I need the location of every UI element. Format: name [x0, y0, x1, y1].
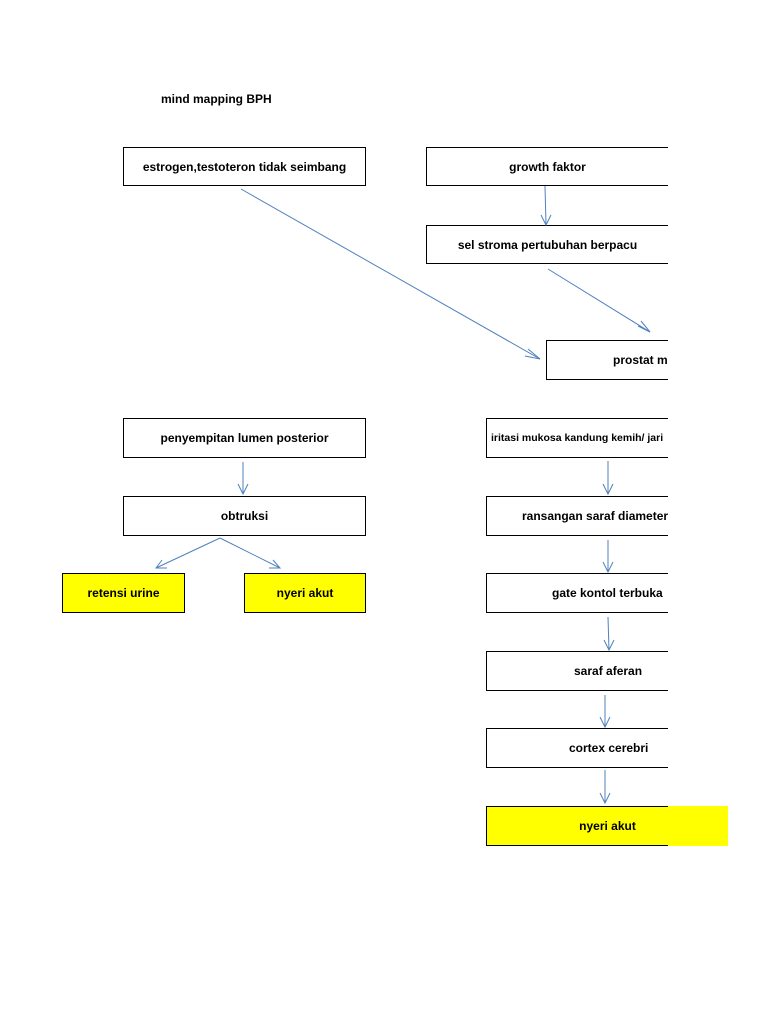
node-iritasi: iritasi mukosa kandung kemih/ jari	[486, 418, 668, 458]
node-nyeri-akut-right-label: nyeri akut	[579, 819, 636, 833]
node-prostat: prostat m	[546, 340, 668, 380]
node-iritasi-label: iritasi mukosa kandung kemih/ jari	[491, 432, 664, 444]
node-nyeri-akut-left-label: nyeri akut	[276, 586, 334, 600]
node-estrogen: estrogen,testoteron tidak seimbang	[123, 147, 366, 186]
node-obtruksi: obtruksi	[123, 496, 366, 536]
arrow-cortex-to-nyeri-head	[599, 792, 611, 805]
node-obtruksi-label: obtruksi	[220, 509, 269, 523]
node-cortex-cerebri-label: cortex cerebri	[569, 741, 649, 755]
arrow-saraf-to-cortex-head	[599, 716, 611, 729]
node-retensi-urine: retensi urine	[62, 573, 185, 613]
node-nyeri-akut-right: nyeri akut	[486, 806, 728, 846]
nyeri-akut-right-border-cut	[668, 806, 728, 807]
nyeri-akut-right-border-cut-bottom	[668, 845, 728, 846]
arrow-gate-to-saraf-head	[603, 639, 615, 652]
node-nyeri-akut-left: nyeri akut	[244, 573, 366, 613]
diagram-area: estrogen,testoteron tidak seimbang growt…	[62, 147, 668, 768]
node-sel-stroma: sel stroma pertubuhan berpacu	[426, 225, 668, 264]
node-penyempitan-label: penyempitan lumen posterior	[160, 431, 329, 445]
node-ransangan-label: ransangan saraf diameter	[522, 509, 668, 523]
node-growth-faktor: growth faktor	[426, 147, 668, 186]
arrow-penyempitan-to-obtruksi-head	[237, 483, 249, 496]
arrow-growth-to-stroma	[544, 185, 547, 226]
node-cortex-cerebri: cortex cerebri	[486, 728, 668, 768]
node-estrogen-label: estrogen,testoteron tidak seimbang	[142, 159, 347, 174]
node-ransangan: ransangan saraf diameter	[486, 496, 668, 536]
arrow-growth-to-stroma-head	[540, 214, 552, 227]
node-saraf-aferan-label: saraf aferan	[574, 664, 643, 678]
node-retensi-urine-label: retensi urine	[87, 586, 160, 600]
arrow-estrogen-to-prostat-head	[524, 348, 541, 360]
node-growth-faktor-label: growth faktor	[509, 159, 586, 174]
node-sel-stroma-label: sel stroma pertubuhan berpacu	[457, 237, 638, 252]
arrow-obtruksi-to-retensi-head	[155, 559, 167, 569]
arrow-estrogen-to-prostat	[240, 188, 541, 360]
arrow-obtruksi-to-retensi	[155, 537, 221, 569]
node-saraf-aferan: saraf aferan	[486, 651, 668, 691]
page-title: mind mapping BPH	[161, 92, 272, 106]
arrow-ransangan-to-gate-head	[602, 561, 614, 574]
arrow-stroma-to-prostat	[547, 268, 651, 333]
node-penyempitan: penyempitan lumen posterior	[123, 418, 366, 458]
node-prostat-label: prostat m	[613, 353, 668, 367]
arrow-obtruksi-to-nyeri-head	[269, 559, 282, 569]
arrow-gate-to-saraf	[607, 616, 610, 651]
arrow-stroma-to-prostat-head	[637, 320, 651, 333]
arrow-iritasi-to-ransangan-head	[602, 483, 614, 496]
arrow-obtruksi-to-nyeri	[219, 537, 281, 569]
node-gate: gate kontol terbuka	[486, 573, 668, 613]
node-gate-label: gate kontol terbuka	[552, 586, 663, 600]
